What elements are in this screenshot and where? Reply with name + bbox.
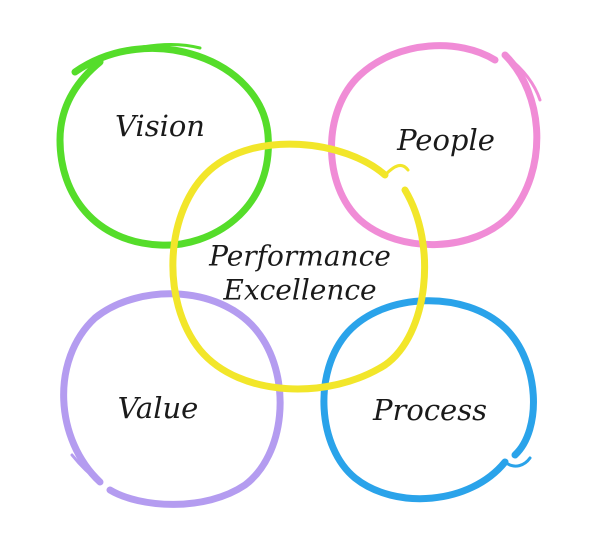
performance-excellence-circle-stroke-tail [383, 163, 410, 177]
process-circle [320, 297, 537, 503]
vision-circle [56, 45, 272, 249]
performance-excellence-label-line2: Excellence [222, 274, 376, 307]
people-label: People [396, 123, 495, 157]
vision-circle-group: Vision [56, 43, 272, 249]
process-circle-group: Process [320, 297, 537, 503]
value-circle [60, 290, 284, 508]
performance-excellence-circle [169, 140, 429, 393]
process-label: Process [372, 393, 487, 427]
value-circle-group: Value [60, 290, 284, 508]
people-circle [328, 42, 541, 248]
people-circle-stroke-tail [503, 53, 542, 102]
value-circle-stroke-tail [70, 453, 102, 484]
performance-excellence-circle-group: Performance Excellence [169, 140, 429, 393]
vision-label: Vision [115, 109, 205, 143]
vision-circle-stroke-tail [73, 43, 202, 74]
performance-excellence-label-line1: Performance [208, 240, 391, 273]
value-label: Value [118, 391, 199, 425]
people-circle-group: People [328, 42, 542, 248]
process-circle-stroke-tail [503, 456, 532, 468]
